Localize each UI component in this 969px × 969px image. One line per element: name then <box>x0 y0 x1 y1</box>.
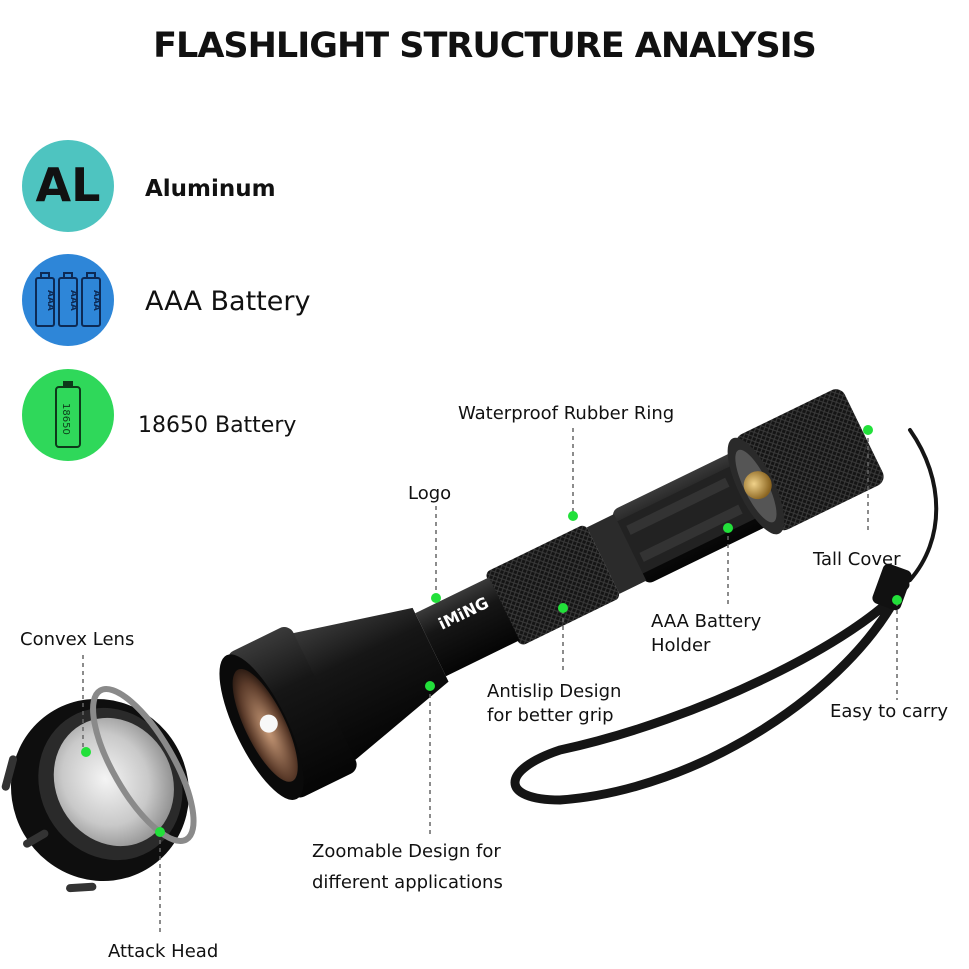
aluminum-badge: AL <box>22 140 114 232</box>
battery-18650-badge: 18650 <box>22 369 114 461</box>
marker-dot <box>892 595 902 605</box>
marker-dots <box>81 425 902 837</box>
callout-aaa-holder-line2: Holder <box>651 635 711 657</box>
aaa-battery-label: AAA Battery <box>145 286 311 317</box>
marker-dot <box>863 425 873 435</box>
aaa-batteries-icon: AAA AAA AAA <box>35 272 101 327</box>
callout-logo: Logo <box>408 483 452 504</box>
callout-zoomable-line2: different applications <box>312 871 503 893</box>
battery-18650-icon: 18650 <box>55 381 81 448</box>
callout-antislip-line1: Antislip Design <box>487 681 622 702</box>
attack-head <box>1 686 197 893</box>
battery-18650-cell-text: 18650 <box>60 403 71 435</box>
leader-lines <box>82 428 898 935</box>
marker-dot <box>723 523 733 533</box>
aluminum-badge-text: AL <box>35 158 101 212</box>
callout-aaa-holder-line1: AAA Battery <box>651 611 762 632</box>
page-title: FLASHLIGHT STRUCTURE ANALYSIS <box>153 26 817 66</box>
marker-dot <box>425 681 435 691</box>
callout-waterproof-ring: Waterproof Rubber Ring <box>458 403 675 424</box>
callout-attack-head: Attack Head <box>108 941 219 962</box>
antislip-grip <box>486 525 620 645</box>
aaa-cell-text-1: AAA <box>45 290 55 311</box>
aaa-cell-text-2: AAA <box>68 290 78 311</box>
aaa-battery-holder <box>615 466 757 575</box>
aaa-battery-badge: AAA AAA AAA <box>22 254 114 346</box>
callout-antislip-line2: for better grip <box>487 705 614 727</box>
zoom-head <box>291 607 449 762</box>
aluminum-label: Aluminum <box>145 176 276 202</box>
marker-dot <box>81 747 91 757</box>
callout-antislip: Antislip Design for better grip <box>487 680 621 729</box>
marker-dot <box>431 593 441 603</box>
callout-convex-lens: Convex Lens <box>20 629 135 650</box>
callout-zoomable-line1: Zoomable Design for <box>312 841 501 862</box>
marker-dot <box>155 827 165 837</box>
marker-dot <box>558 603 568 613</box>
callout-zoomable: Zoomable Design for different applicatio… <box>312 837 503 898</box>
callout-aaa-holder: AAA Battery Holder <box>651 610 761 659</box>
marker-dot <box>568 511 578 521</box>
callout-tail-cover: Tall Cover <box>813 549 901 570</box>
lanyard <box>510 428 939 805</box>
battery-18650-label: 18650 Battery <box>138 413 297 438</box>
waterproof-ring <box>586 514 647 594</box>
aaa-cell-text-3: AAA <box>91 290 101 311</box>
callout-easy-carry: Easy to carry <box>830 701 949 722</box>
